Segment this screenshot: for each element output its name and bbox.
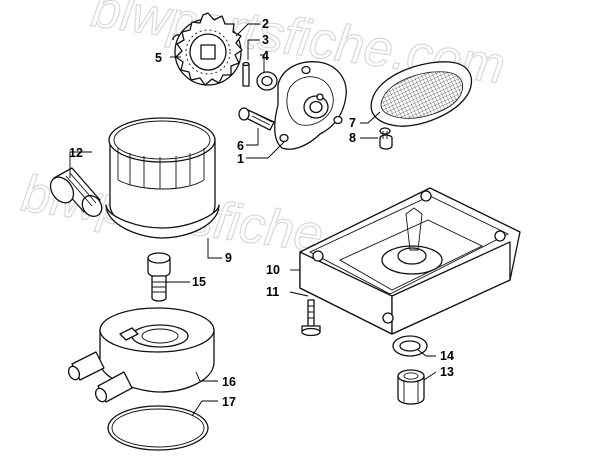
callout-4: 4 [262, 49, 269, 63]
callout-3: 3 [262, 33, 269, 47]
callout-10: 10 [266, 263, 280, 277]
callout-8: 8 [349, 131, 356, 145]
part-7-screen [370, 61, 473, 127]
callout-6: 6 [237, 139, 244, 153]
callout-14: 14 [440, 349, 454, 363]
callout-12: 12 [69, 146, 83, 160]
part-11-bolt [301, 299, 321, 337]
part-9-oil-filter [105, 117, 220, 239]
callout-numbers: 2 3 4 5 6 1 7 8 12 9 15 10 11 14 13 16 1… [69, 17, 454, 409]
part-17-o-ring [107, 405, 209, 451]
callout-13: 13 [440, 365, 454, 379]
part-3-pin [242, 61, 250, 87]
callout-5: 5 [155, 51, 162, 65]
part-12-fitting [49, 167, 103, 218]
callout-1: 1 [237, 152, 244, 166]
callout-17: 17 [222, 395, 236, 409]
part-4-washer [256, 71, 278, 91]
leader-lines [69, 23, 437, 417]
part-2-sprocket [174, 12, 243, 86]
part-16-filter-adapter [67, 307, 215, 403]
callout-9: 9 [225, 251, 232, 265]
callout-15: 15 [192, 275, 206, 289]
part-1-pump-housing [274, 61, 347, 150]
callout-2: 2 [262, 17, 269, 31]
part-14-washer [392, 335, 428, 357]
part-15-nipple [147, 252, 171, 302]
part-13-drain-plug [397, 369, 425, 405]
part-10-oil-pan [299, 187, 521, 335]
part-8-bolt [379, 127, 393, 150]
callout-7: 7 [349, 116, 356, 130]
part-6-bolt [238, 107, 275, 131]
callout-11: 11 [266, 285, 279, 299]
callout-16: 16 [222, 375, 236, 389]
